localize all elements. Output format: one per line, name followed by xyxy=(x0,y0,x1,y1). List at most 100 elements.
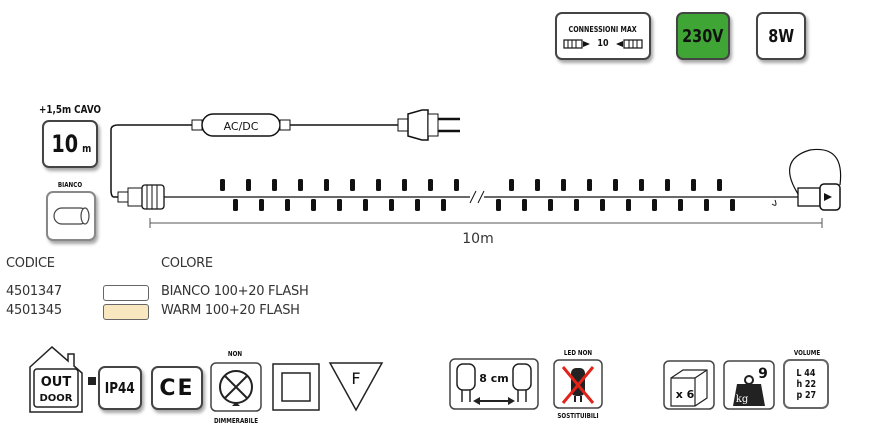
cable-length-unit: m xyxy=(82,141,92,155)
connections-value: 10 xyxy=(597,38,609,49)
outdoor-bottom-label: DOOR xyxy=(39,393,72,404)
led-bulb xyxy=(324,179,329,191)
led-bulb xyxy=(272,179,277,191)
led-bulb xyxy=(704,199,709,211)
non-dimmable-icon xyxy=(210,362,262,412)
led-bulb xyxy=(496,199,501,211)
pack-quantity-label: x 6 xyxy=(676,388,695,401)
end-connector-icon xyxy=(797,183,841,211)
string-light-diagram: AC/DC 10m xyxy=(110,109,842,247)
volume-h: h 22 xyxy=(796,378,816,390)
led-bulb xyxy=(600,199,605,211)
weight-unit: kg xyxy=(736,394,749,405)
led-bulb xyxy=(402,179,407,191)
end-loop xyxy=(789,148,842,198)
outdoor-top-label: OUT xyxy=(41,375,72,390)
color-header: COLORE xyxy=(161,256,213,271)
led-bulb xyxy=(730,199,735,211)
wire-color-badge xyxy=(46,191,96,241)
led-bulb xyxy=(522,199,527,211)
volume-l: L 44 xyxy=(796,367,816,379)
led-bulb xyxy=(376,179,381,191)
led-not-replaceable-icon xyxy=(553,359,603,409)
pack-quantity-icon: x 6 xyxy=(663,360,715,410)
dimmable-top-label: NON xyxy=(227,350,243,358)
voltage-value: 230V xyxy=(682,25,724,47)
adapter-label: AC/DC xyxy=(224,120,259,133)
ip-box: IP44 xyxy=(98,366,142,410)
led-bulb xyxy=(613,179,618,191)
led-bulb xyxy=(337,199,342,211)
code-header: CODICE xyxy=(6,256,55,271)
weight-value: 9 xyxy=(758,366,768,382)
led-bulb xyxy=(626,199,631,211)
outdoor-house-icon: OUT DOOR xyxy=(29,345,83,413)
ce-badge: CE xyxy=(151,366,203,410)
connections-diagram: 10 xyxy=(563,38,643,50)
row-2-swatch xyxy=(103,304,149,320)
led-bulb xyxy=(652,199,657,211)
power-cable xyxy=(110,124,198,198)
led-bulb xyxy=(259,199,264,211)
volume-p: p 27 xyxy=(796,389,816,401)
volume-badge: L 44 h 22 p 27 xyxy=(783,359,829,409)
plug-left-icon xyxy=(615,38,643,49)
led-bulb xyxy=(639,179,644,191)
led-bulb xyxy=(389,199,394,211)
led-bulb xyxy=(298,179,303,191)
cable-label: +1,5m CAVO xyxy=(38,103,101,116)
power-value: 8W xyxy=(768,25,794,47)
plug-right-icon xyxy=(563,38,591,49)
row-2-color: WARM 100+20 FLASH xyxy=(161,303,300,318)
ip-dot xyxy=(88,377,96,385)
led-bulb xyxy=(587,179,592,191)
cable-length-badge: 10 m xyxy=(42,120,98,168)
wire-icon xyxy=(53,207,90,225)
weight-icon: kg 9 xyxy=(723,360,775,410)
f-mark-label: F xyxy=(351,369,360,388)
led-bulb xyxy=(311,199,316,211)
led-bulb xyxy=(574,199,579,211)
led-bottom-label: SOSTITUIBILI xyxy=(557,412,599,420)
connections-badge: CONNESSIONI MAX 10 xyxy=(555,12,651,60)
led-bulb xyxy=(548,199,553,211)
led-bulb xyxy=(220,179,225,191)
connections-title: CONNESSIONI MAX xyxy=(568,24,638,34)
row-1-swatch xyxy=(103,285,149,301)
led-bulb xyxy=(561,179,566,191)
start-connector-icon xyxy=(117,184,165,210)
ip-rating-value: IP44 xyxy=(105,379,135,397)
cable-length-value: 10 xyxy=(50,130,78,158)
ce-mark: CE xyxy=(159,375,195,401)
string-length: 10m xyxy=(462,231,493,247)
led-bulb xyxy=(428,179,433,191)
led-bulb xyxy=(363,199,368,211)
dimmable-bottom-label: DIMMERABILE xyxy=(213,417,259,425)
wire-color-label: BIANCO xyxy=(57,181,83,189)
led-bulb xyxy=(441,199,446,211)
led-bulb xyxy=(691,179,696,191)
led-top-label: LED NON xyxy=(563,349,593,357)
ip-rating-badge: IP44 xyxy=(88,366,144,410)
led-bulb xyxy=(233,199,238,211)
spacing-label: 8 cm xyxy=(479,372,508,385)
adapter-icon: AC/DC xyxy=(191,113,291,137)
volume-title: VOLUME xyxy=(793,349,821,357)
led-bulb xyxy=(454,179,459,191)
f-mark-icon: F xyxy=(328,362,384,412)
led-bulb xyxy=(535,179,540,191)
double-insulation-icon xyxy=(272,363,320,411)
row-1-color: BIANCO 100+20 FLASH xyxy=(161,284,309,299)
led-bulb xyxy=(509,179,514,191)
led-bulb xyxy=(415,199,420,211)
power-badge: 8W xyxy=(756,12,806,60)
led-bulb xyxy=(678,199,683,211)
power-plug-icon xyxy=(397,109,460,141)
led-bulb xyxy=(665,179,670,191)
led-spacing-icon: 8 cm xyxy=(449,358,539,410)
led-bulb xyxy=(350,179,355,191)
led-bulb xyxy=(246,179,251,191)
led-bulb xyxy=(717,179,722,191)
led-bulb xyxy=(285,199,290,211)
row-1-code: 4501347 xyxy=(6,284,62,299)
